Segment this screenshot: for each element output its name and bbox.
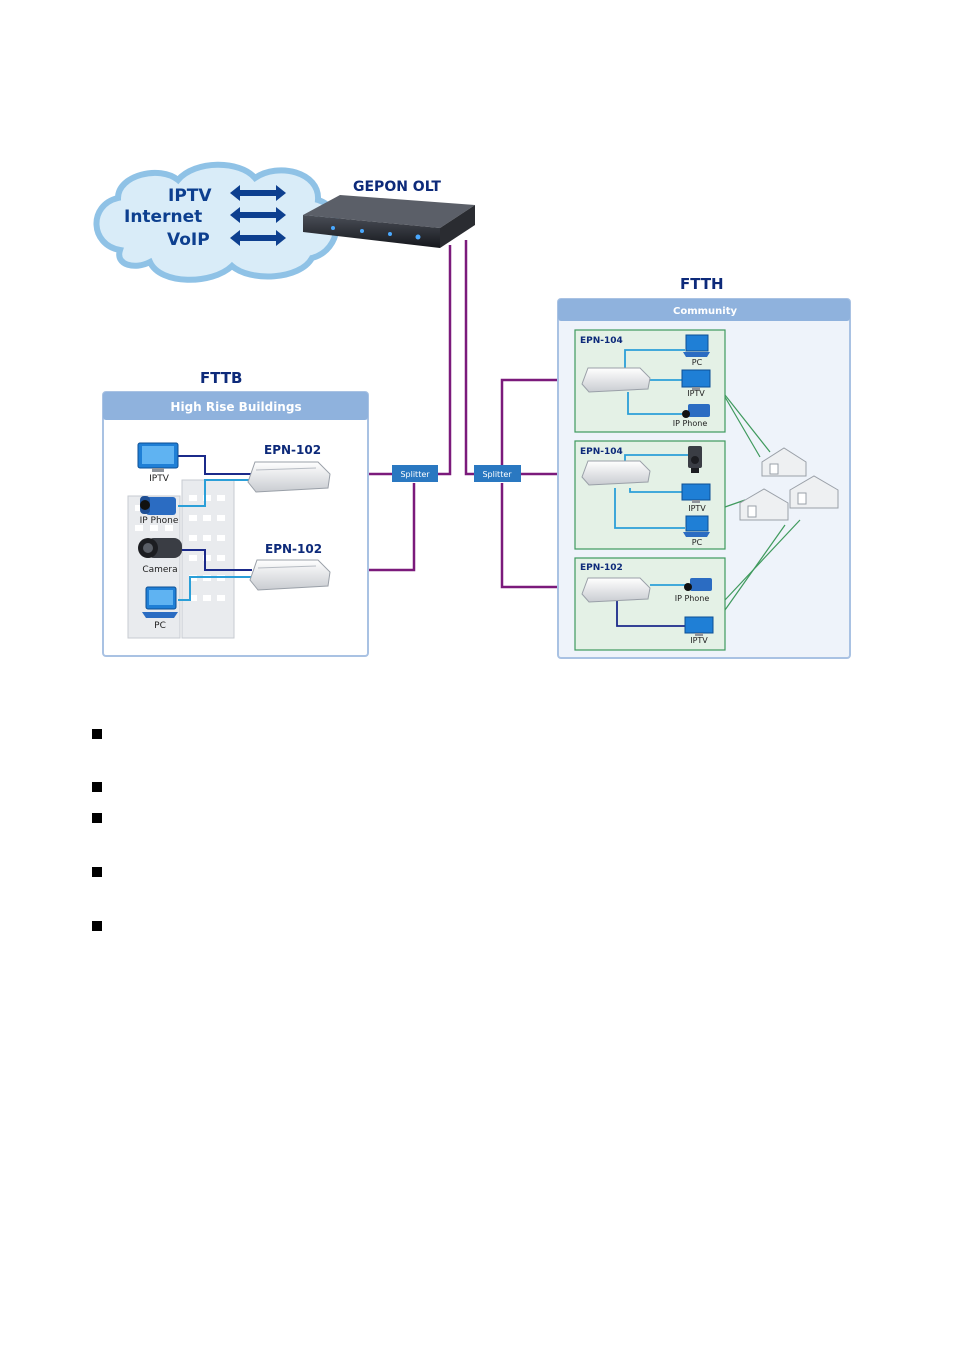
ftth-unit-1-model: EPN-104 — [580, 336, 623, 346]
double-arrows — [230, 185, 286, 246]
bullet-marker-4 — [92, 867, 102, 877]
fiber-olt-to-fttb-splitter — [438, 245, 452, 476]
fttb-title: FTTB — [200, 369, 243, 387]
houses-icon — [739, 447, 839, 521]
house-icon — [789, 475, 839, 509]
olt-device-icon — [303, 195, 475, 248]
fttb-unit-1-onu-icon — [247, 461, 331, 493]
ftth-unit-1-lan-links — [624, 349, 685, 415]
ftth-unit-1-device-iptv: IPTV — [687, 389, 705, 398]
fttb-camera-icon — [138, 538, 182, 558]
bullet-marker-1 — [92, 729, 102, 739]
fttb-panel-title: High Rise Buildings — [170, 400, 301, 414]
ftth-unit-1-onu-icon — [581, 367, 651, 393]
ftth-unit-2-pc-icon — [683, 515, 710, 537]
ftth-unit-1-ip-phone-icon — [682, 404, 710, 418]
service-label-internet: Internet — [124, 207, 202, 227]
fttb-iptv-icon — [137, 442, 179, 472]
ftth-unit-2-model: EPN-104 — [580, 447, 623, 457]
splitter-fttb-label: Splitter — [400, 470, 430, 479]
ftth-unit-1-iptv-icon — [681, 369, 711, 390]
ftth-unit-2-device-iptv: IPTV — [688, 504, 706, 513]
ftth-unit-3-ip-phone-icon — [684, 578, 712, 591]
ftth-unit-2-device-pc: PC — [692, 538, 703, 547]
bullet-marker-5 — [92, 921, 102, 931]
ftth-unit-2-camera-icon — [688, 446, 702, 473]
ftth-unit-3-lan-links — [616, 584, 686, 627]
ftth-unit-2-iptv-icon — [681, 483, 711, 503]
fttb-pc-icon — [142, 586, 178, 618]
ftth-unit-1-pc-icon — [683, 334, 710, 357]
ftth-title: FTTH — [680, 275, 724, 293]
splitter-ftth: Splitter — [474, 465, 521, 482]
service-label-iptv: IPTV — [168, 186, 212, 206]
ftth-unit-3-model: EPN-102 — [580, 563, 623, 573]
network-diagram: IPTV Internet VoIP GEPON OLT Splitter Sp… — [93, 161, 851, 659]
ftth-unit-1-device-pc: PC — [692, 358, 703, 367]
ftth-unit-3-device-iptv: IPTV — [690, 636, 708, 645]
fttb-lan-links — [178, 455, 252, 601]
fttb-ip-phone-icon — [140, 496, 176, 515]
fttb-device-label-camera: Camera — [142, 565, 177, 575]
arrow-internet-icon — [230, 207, 286, 223]
house-icon — [739, 488, 789, 521]
cloud-service-labels: IPTV Internet VoIP — [124, 186, 212, 250]
ftth-panel-title: Community — [673, 306, 737, 317]
fttb-unit-1-model: EPN-102 — [264, 443, 321, 457]
ftth-unit-2-lan-links — [614, 454, 690, 529]
fttb-device-label-pc: PC — [154, 621, 166, 631]
splitter-ftth-label: Splitter — [482, 470, 512, 479]
arrow-iptv-icon — [230, 185, 286, 201]
house-icon — [761, 447, 807, 477]
house-connector-lines — [724, 394, 801, 611]
ftth-unit-3-device-ip-phone: IP Phone — [675, 594, 710, 603]
service-label-voip: VoIP — [167, 230, 210, 250]
fttb-device-label-ip-phone: IP Phone — [140, 516, 179, 526]
fiber-olt-to-ftth-splitter — [464, 240, 474, 476]
bullet-marker-2 — [92, 782, 102, 792]
olt-label: GEPON OLT — [353, 179, 441, 195]
bullet-marker-3 — [92, 813, 102, 823]
ftth-unit-3-iptv-icon — [684, 616, 714, 636]
fttb-unit-2-model: EPN-102 — [265, 542, 322, 556]
ftth-unit-3-onu-icon — [581, 577, 651, 603]
ftth-unit-2-onu-icon — [581, 460, 651, 486]
fttb-unit-2-onu-icon — [249, 559, 331, 591]
fttb-device-label-iptv: IPTV — [149, 474, 170, 484]
arrow-voip-icon — [230, 230, 286, 246]
ftth-unit-1-device-ip-phone: IP Phone — [673, 419, 708, 428]
splitter-fttb: Splitter — [392, 465, 438, 482]
